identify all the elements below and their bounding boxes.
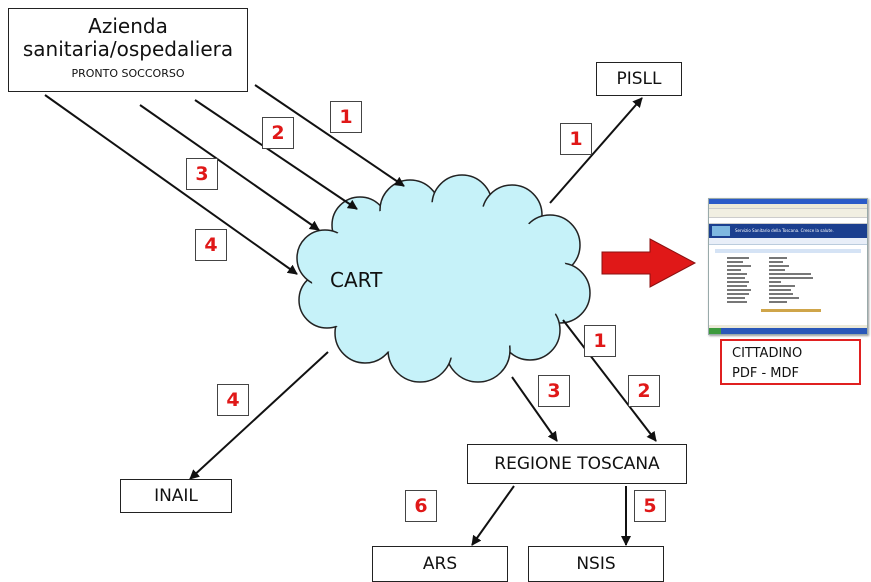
flow-number-regione-2: 2: [628, 375, 660, 407]
source-title-line2: sanitaria/ospedaliera: [22, 37, 234, 61]
source-title-line1: Azienda: [88, 14, 168, 38]
arrow-regione-2: [562, 319, 657, 442]
inail-box: INAIL: [120, 479, 232, 513]
flow-number-ars: 6: [405, 490, 437, 522]
thumbnail-logo: [712, 226, 730, 236]
regione-label: REGIONE TOSCANA: [494, 454, 660, 474]
arrow-1-in: [254, 84, 405, 187]
thumbnail-menubar: [709, 204, 867, 209]
arrow-4-in: [44, 94, 298, 275]
arrow-ars: [471, 485, 515, 546]
thumbnail-address-bar: [709, 218, 867, 224]
big-red-arrow: [601, 238, 697, 288]
ars-box: ARS: [372, 546, 508, 582]
thumbnail-taskbar: [709, 328, 867, 334]
arrow-pisll: [549, 97, 643, 204]
thumbnail-content: [709, 245, 867, 315]
portal-screenshot-thumbnail: Servizio Sanitario della Toscana. Cresce…: [708, 198, 868, 335]
arrow-inail: [189, 351, 329, 480]
cart-cloud: [296, 174, 591, 383]
inail-label: INAIL: [154, 486, 198, 506]
nsis-box: NSIS: [528, 546, 664, 582]
arrow-regione-3: [511, 376, 558, 442]
flow-number-pisll: 1: [560, 123, 592, 155]
thumbnail-header-row: [715, 249, 861, 253]
ars-label: ARS: [422, 554, 458, 574]
thumbnail-toolbar: [709, 209, 867, 218]
flow-number-in-3: 3: [186, 158, 218, 190]
thumbnail-banner: Servizio Sanitario della Toscana. Cresce…: [709, 224, 867, 238]
regione-box: REGIONE TOSCANA: [467, 444, 687, 484]
flow-number-in-1: 1: [330, 101, 362, 133]
source-box: Azienda sanitaria/ospedaliera PRONTO SOC…: [8, 8, 248, 92]
thumbnail-buttons: [761, 309, 821, 312]
cloud-label: CART: [330, 268, 383, 292]
pisll-box: PISLL: [596, 62, 682, 96]
arrow-3-in: [139, 104, 320, 231]
flow-number-nsis: 5: [634, 490, 666, 522]
source-subtitle: PRONTO SOCCORSO: [71, 67, 185, 80]
thumbnail-titlebar: [709, 199, 867, 204]
flow-number-in-4: 4: [195, 229, 227, 261]
thumbnail-start-button: [709, 328, 721, 334]
cittadino-box: CITTADINO PDF - MDF: [720, 339, 861, 385]
thumbnail-banner-text: Servizio Sanitario della Toscana. Cresce…: [735, 228, 834, 233]
thumbnail-tabs: [709, 238, 867, 245]
flow-number-in-2: 2: [262, 117, 294, 149]
arrow-2-in: [194, 99, 358, 210]
flow-number-regione-3: 3: [538, 375, 570, 407]
thumbnail-statusbar: [709, 325, 867, 328]
cittadino-label: CITTADINO: [732, 346, 803, 361]
flow-number-inail: 4: [217, 384, 249, 416]
nsis-label: NSIS: [576, 554, 616, 574]
flow-number-regione-1: 1: [584, 325, 616, 357]
pisll-label: PISLL: [616, 69, 662, 89]
cittadino-format-label: PDF - MDF: [732, 366, 799, 381]
